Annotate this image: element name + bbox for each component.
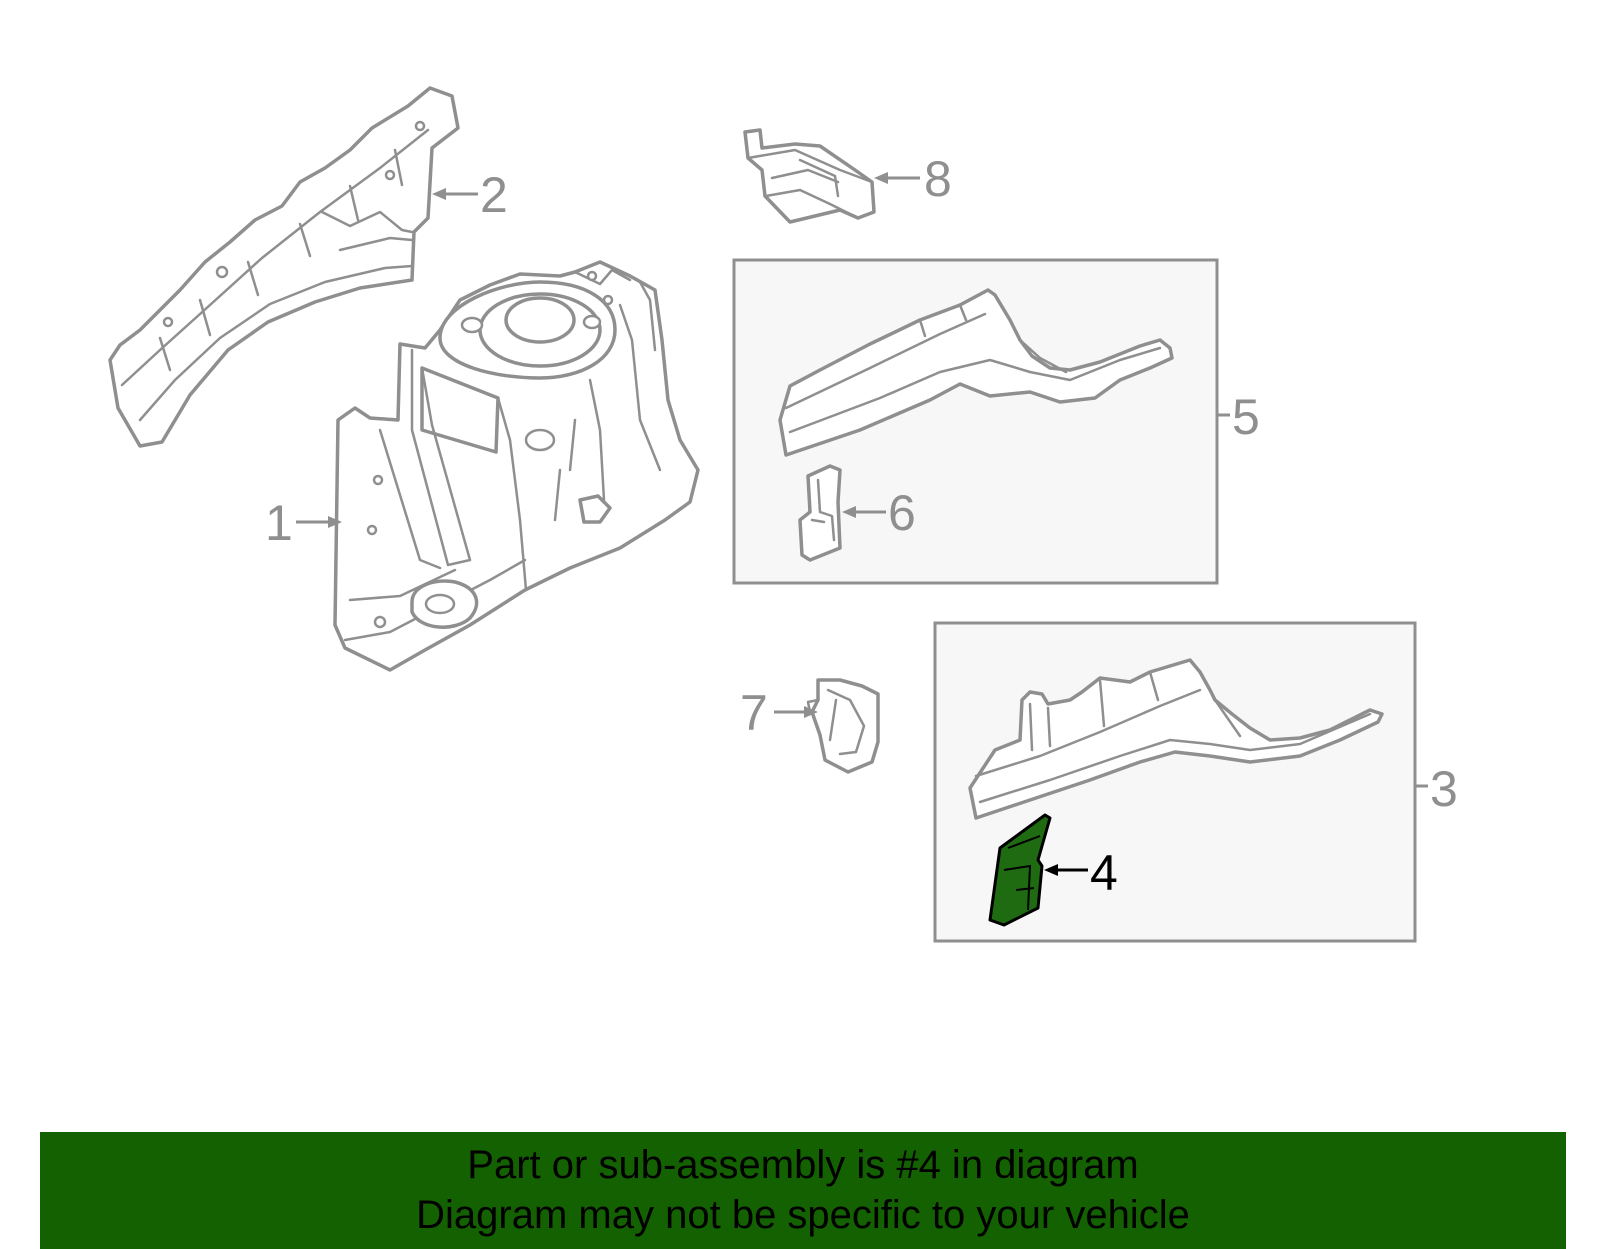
callout-7: 7 — [740, 685, 818, 741]
svg-text:3: 3 — [1430, 761, 1458, 817]
svg-text:4: 4 — [1090, 845, 1118, 901]
svg-text:5: 5 — [1232, 389, 1260, 445]
callout-2: 2 — [432, 167, 508, 223]
svg-text:7: 7 — [740, 685, 768, 741]
part-4-bracket-highlighted[interactable] — [988, 813, 1052, 927]
part-6-bracket[interactable] — [798, 464, 842, 562]
banner-line-1: Part or sub-assembly is #4 in diagram — [467, 1143, 1139, 1187]
banner-line-2: Diagram may not be specific to your vehi… — [416, 1193, 1190, 1237]
part-5-rail[interactable] — [778, 288, 1174, 457]
info-banner: Part or sub-assembly is #4 in diagram Di… — [40, 1132, 1566, 1249]
callout-8: 8 — [874, 151, 952, 207]
part-3-rail[interactable] — [968, 658, 1384, 820]
svg-text:6: 6 — [888, 485, 916, 541]
part-1-strut-tower[interactable] — [333, 260, 700, 672]
svg-text:1: 1 — [265, 495, 293, 551]
part-2-upper-rail[interactable] — [108, 86, 460, 448]
callout-5: 5 — [1217, 389, 1260, 445]
callout-6: 6 — [842, 485, 916, 541]
svg-text:2: 2 — [480, 167, 508, 223]
callout-1: 1 — [265, 495, 342, 551]
callout-4: 4 — [1044, 845, 1118, 901]
svg-text:8: 8 — [924, 151, 952, 207]
callout-3: 3 — [1415, 761, 1458, 817]
part-7-bracket[interactable] — [806, 678, 880, 774]
part-8-bracket[interactable] — [743, 128, 876, 224]
